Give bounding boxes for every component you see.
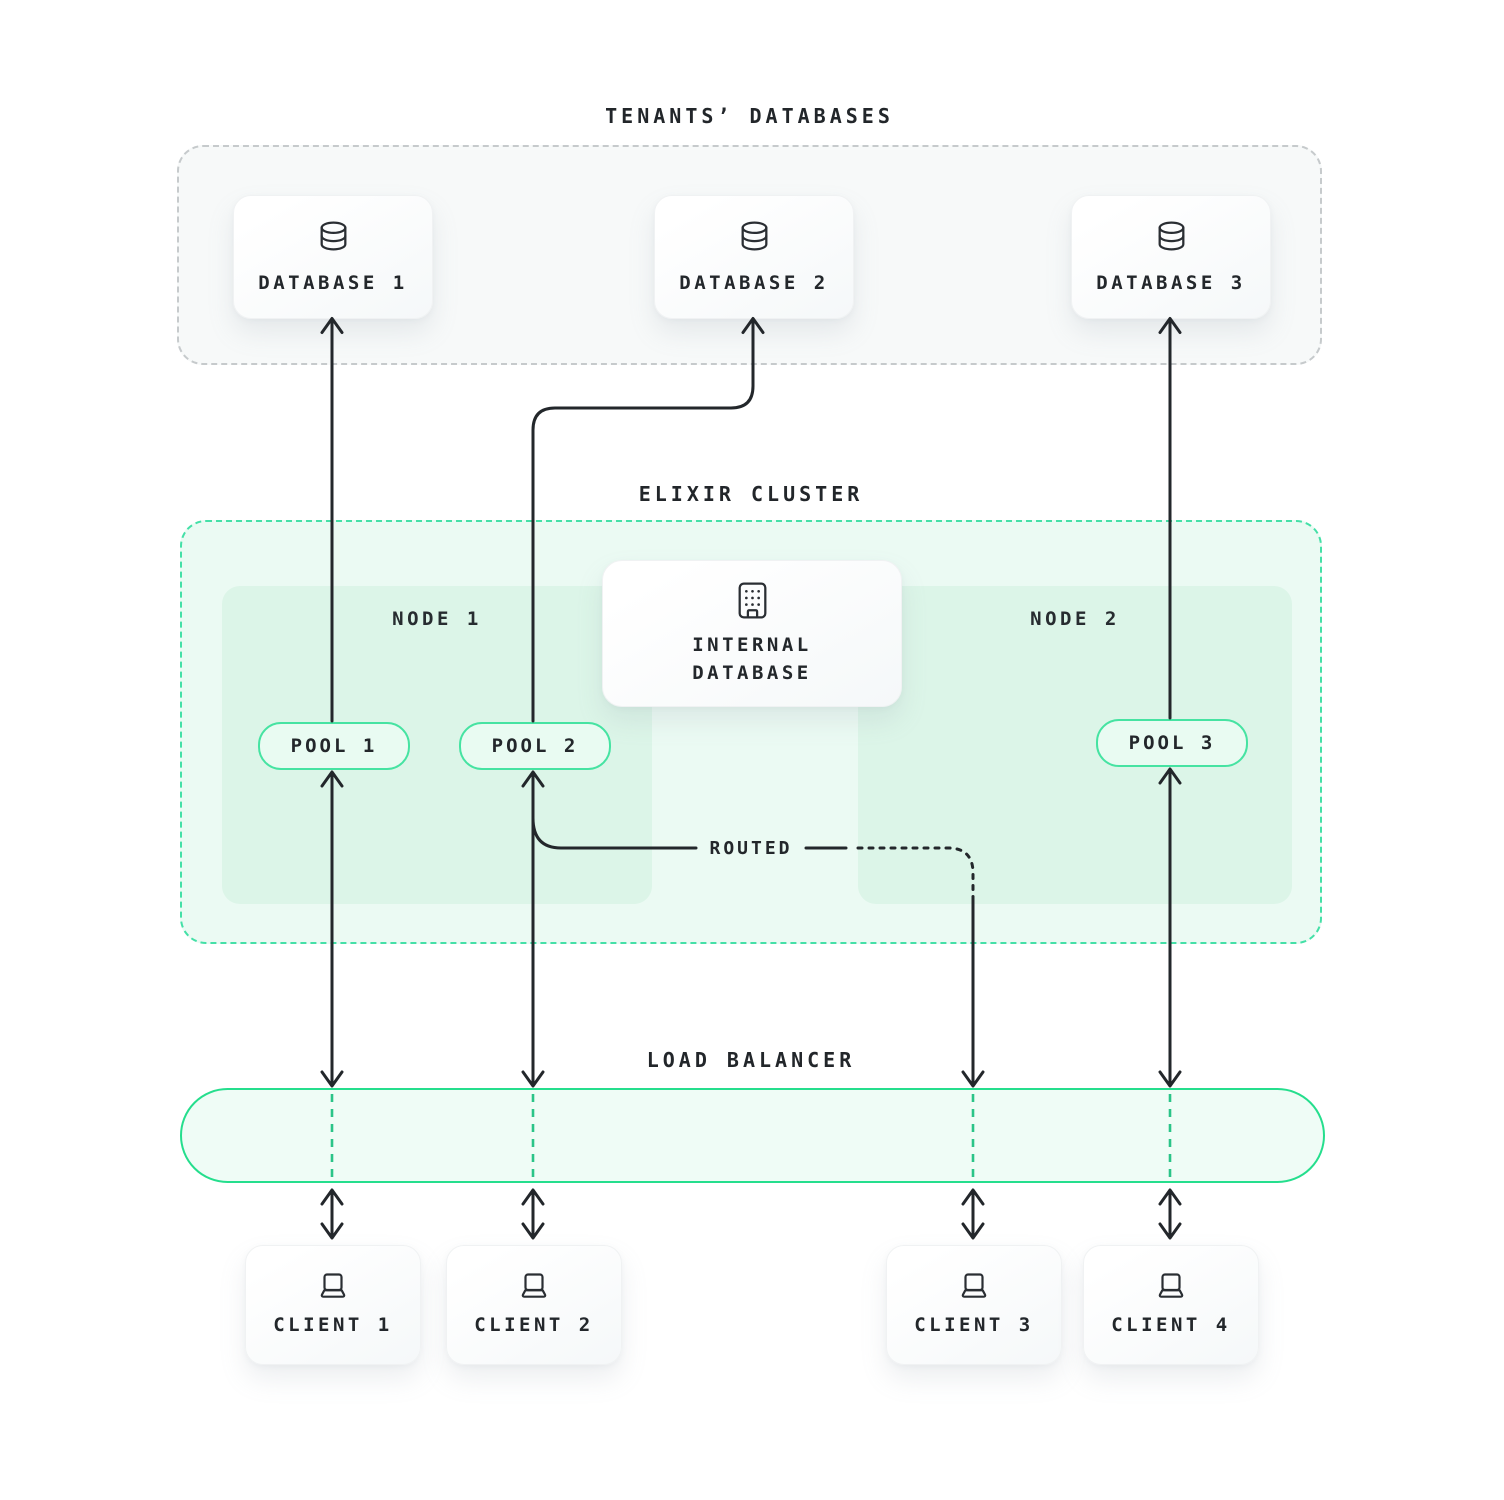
client-1-card: CLIENT 1 [245,1245,421,1365]
database-1-label: DATABASE 1 [258,271,408,294]
arrowhead-down [320,1070,344,1088]
database-icon [1158,220,1184,250]
database-3-card: DATABASE 3 [1071,195,1271,319]
arrowhead-down [521,1070,545,1088]
laptop-icon [1158,1272,1184,1298]
client-1-label: CLIENT 1 [273,1313,393,1336]
arrowhead-down [320,1222,344,1240]
laptop-icon [961,1272,987,1298]
arrowhead-down [961,1070,985,1088]
load-balancer-pill [180,1088,1325,1183]
pool-2-label: POOL 2 [491,735,579,757]
database-3-label: DATABASE 3 [1096,271,1246,294]
node-2-label: NODE 2 [1030,608,1120,630]
arrowhead-down [521,1222,545,1240]
laptop-icon [320,1272,346,1298]
building-icon [738,582,766,619]
database-2-card: DATABASE 2 [654,195,854,319]
elixir-cluster-title: ELIXIR CLUSTER [638,482,864,506]
client-4-card: CLIENT 4 [1083,1245,1259,1365]
client-4-label: CLIENT 4 [1111,1313,1231,1336]
internal-database-label-line2: DATABASE [692,662,812,684]
arrowhead-up [1158,1188,1182,1206]
pool-1-label: POOL 1 [290,735,378,757]
database-1-card: DATABASE 1 [233,195,433,319]
arrowhead-up [961,1188,985,1206]
internal-database-label-line1: INTERNAL [692,634,812,656]
client-3-label: CLIENT 3 [914,1313,1034,1336]
arrowhead-down [1158,1222,1182,1240]
node-1-label: NODE 1 [392,608,482,630]
internal-database-card: INTERNAL DATABASE [602,560,902,707]
arrowhead-down [1158,1070,1182,1088]
pool-1-pill: POOL 1 [258,722,410,770]
arrowhead-down [961,1222,985,1240]
pool-2-pill: POOL 2 [459,722,611,770]
load-balancer-title: LOAD BALANCER [646,1048,856,1072]
routed-label: ROUTED [709,838,793,859]
database-2-label: DATABASE 2 [679,271,829,294]
database-icon [320,220,346,250]
pool-3-label: POOL 3 [1128,732,1216,754]
arrowhead-up [521,1188,545,1206]
client-3-card: CLIENT 3 [886,1245,1062,1365]
client-2-label: CLIENT 2 [474,1313,594,1336]
pool-3-pill: POOL 3 [1096,719,1248,767]
arrowhead-up [320,1188,344,1206]
internal-database-label: INTERNAL DATABASE [692,631,812,687]
tenants-databases-title: TENANTS’ DATABASES [605,104,894,128]
database-icon [741,220,767,250]
client-2-card: CLIENT 2 [446,1245,622,1365]
laptop-icon [521,1272,547,1298]
